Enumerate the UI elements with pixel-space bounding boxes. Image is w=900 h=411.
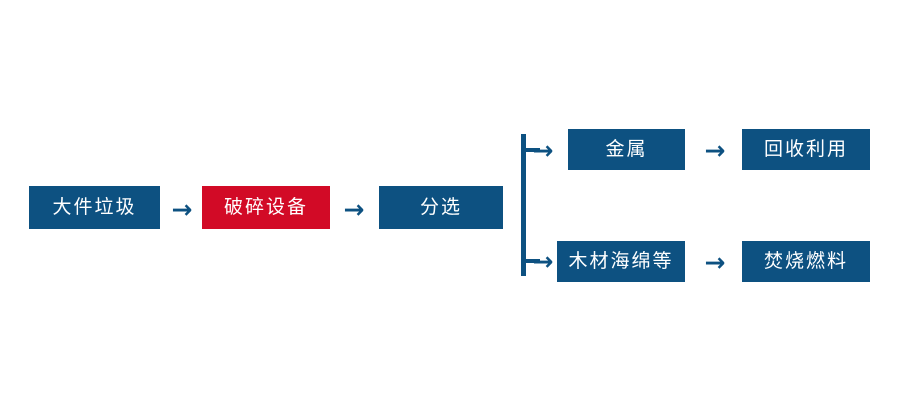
branch-stub-top	[521, 148, 540, 152]
arrow-metal-to-recycling-icon: →	[704, 135, 726, 165]
node-incineration-fuel[interactable]: 焚烧燃料	[742, 241, 870, 282]
node-recycling-label: 回收利用	[763, 138, 848, 160]
arrow-wood-to-fuel-icon: →	[704, 247, 726, 277]
node-metal[interactable]: 金属	[568, 129, 685, 170]
branch-spine	[521, 134, 526, 276]
arrow-crusher-to-sorting-icon: →	[343, 194, 365, 224]
node-recycling[interactable]: 回收利用	[742, 129, 870, 170]
branch-stub-bottom	[521, 259, 540, 263]
branch-arrow-top-icon: →	[532, 135, 554, 165]
node-bulky-waste-label: 大件垃圾	[52, 196, 137, 218]
node-wood-sponge-etc[interactable]: 木材海绵等	[557, 241, 685, 282]
branch-arrow-bottom-icon: →	[532, 246, 554, 276]
node-crushing-equipment-label: 破碎设备	[223, 196, 308, 218]
node-sorting[interactable]: 分选	[379, 186, 503, 229]
node-sorting-label: 分选	[419, 196, 462, 218]
node-wood-sponge-etc-label: 木材海绵等	[568, 250, 674, 272]
node-metal-label: 金属	[605, 138, 648, 160]
node-incineration-fuel-label: 焚烧燃料	[763, 250, 848, 272]
arrow-waste-to-crusher-icon: →	[171, 194, 193, 224]
node-bulky-waste[interactable]: 大件垃圾	[29, 186, 160, 229]
node-crushing-equipment[interactable]: 破碎设备	[202, 186, 330, 229]
